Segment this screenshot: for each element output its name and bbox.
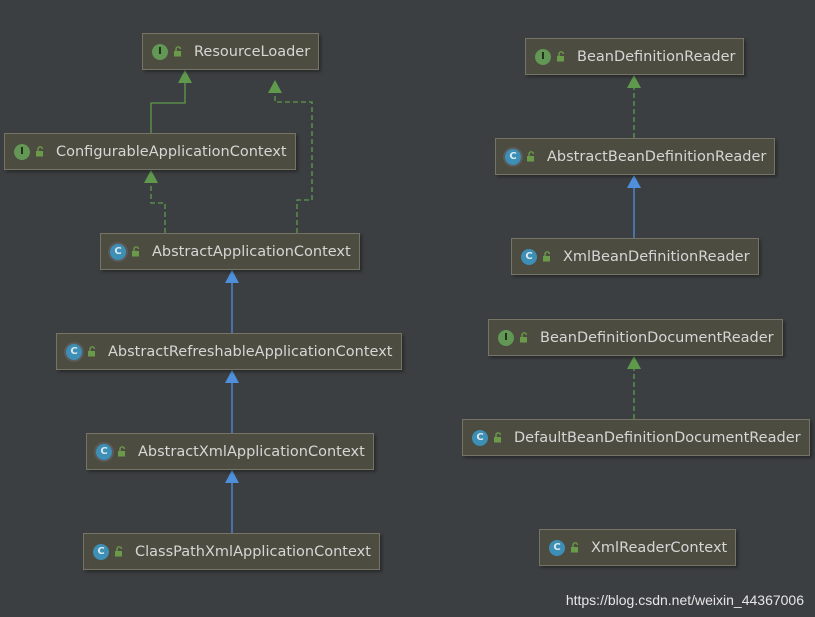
node-xml-bean-definition-reader[interactable]: C XmlBeanDefinitionReader: [511, 238, 759, 275]
unlock-icon: [118, 446, 126, 457]
node-label: BeanDefinitionReader: [577, 48, 736, 65]
abstract-class-icon: C: [66, 343, 82, 360]
node-label: DefaultBeanDefinitionDocumentReader: [514, 429, 801, 446]
node-label: ClassPathXmlApplicationContext: [135, 543, 371, 560]
node-abstract-refreshable-application-context[interactable]: C AbstractRefreshableApplicationContext: [56, 333, 402, 370]
node-abstract-bean-definition-reader[interactable]: C AbstractBeanDefinitionReader: [495, 138, 776, 175]
unlock-icon: [571, 542, 579, 553]
node-configurable-application-context[interactable]: I ConfigurableApplicationContext: [4, 133, 296, 170]
node-bean-definition-reader[interactable]: I BeanDefinitionReader: [525, 38, 745, 75]
unlock-icon: [132, 246, 140, 257]
node-label: ConfigurableApplicationContext: [56, 143, 287, 160]
class-icon: C: [521, 248, 537, 265]
arrowhead-icon: [178, 70, 192, 83]
node-classpath-xml-application-context[interactable]: C ClassPathXmlApplicationContext: [83, 533, 380, 570]
unlock-icon: [557, 51, 565, 62]
arrowhead-icon: [627, 356, 641, 369]
arrowhead-icon: [144, 170, 158, 183]
node-label: AbstractBeanDefinitionReader: [547, 148, 767, 165]
class-icon: C: [472, 429, 488, 446]
unlock-icon: [527, 151, 535, 162]
node-label: AbstractApplicationContext: [152, 243, 351, 260]
unlock-icon: [543, 251, 551, 262]
unlock-icon: [115, 546, 123, 557]
class-icon: C: [549, 539, 565, 556]
node-bean-definition-document-reader[interactable]: I BeanDefinitionDocumentReader: [488, 319, 783, 356]
interface-icon: I: [498, 329, 514, 346]
node-abstract-xml-application-context[interactable]: C AbstractXmlApplicationContext: [86, 433, 374, 470]
node-label: AbstractXmlApplicationContext: [138, 443, 365, 460]
arrowhead-icon: [627, 75, 641, 88]
node-label: XmlReaderContext: [591, 539, 728, 556]
node-label: ResourceLoader: [194, 43, 311, 60]
node-resource-loader[interactable]: I ResourceLoader: [142, 33, 320, 70]
arrowhead-icon: [268, 80, 282, 93]
arrowhead-icon: [225, 270, 239, 283]
unlock-icon: [494, 432, 502, 443]
node-label: AbstractRefreshableApplicationContext: [108, 343, 393, 360]
arrowhead-icon: [225, 370, 239, 383]
unlock-icon: [88, 346, 96, 357]
edge-extends-interface: [150, 83, 186, 133]
watermark-url: https://blog.csdn.net/weixin_44367006: [565, 592, 804, 608]
class-icon: C: [93, 543, 109, 560]
abstract-class-icon: C: [505, 148, 521, 165]
node-abstract-application-context[interactable]: C AbstractApplicationContext: [100, 233, 360, 270]
unlock-icon: [36, 146, 44, 157]
node-label: XmlBeanDefinitionReader: [563, 248, 750, 265]
node-label: BeanDefinitionDocumentReader: [540, 329, 774, 346]
unlock-icon: [520, 332, 528, 343]
arrowhead-icon: [627, 175, 641, 188]
abstract-class-icon: C: [110, 243, 126, 260]
interface-icon: I: [152, 43, 168, 60]
interface-icon: I: [535, 48, 551, 65]
node-default-bean-definition-document-reader[interactable]: C DefaultBeanDefinitionDocumentReader: [462, 419, 810, 456]
abstract-class-icon: C: [96, 443, 112, 460]
edge-implements: [274, 93, 313, 233]
edge-implements: [150, 183, 166, 233]
interface-icon: I: [14, 143, 30, 160]
arrowhead-icon: [225, 470, 239, 483]
unlock-icon: [174, 46, 182, 57]
node-xml-reader-context[interactable]: C XmlReaderContext: [539, 529, 737, 566]
